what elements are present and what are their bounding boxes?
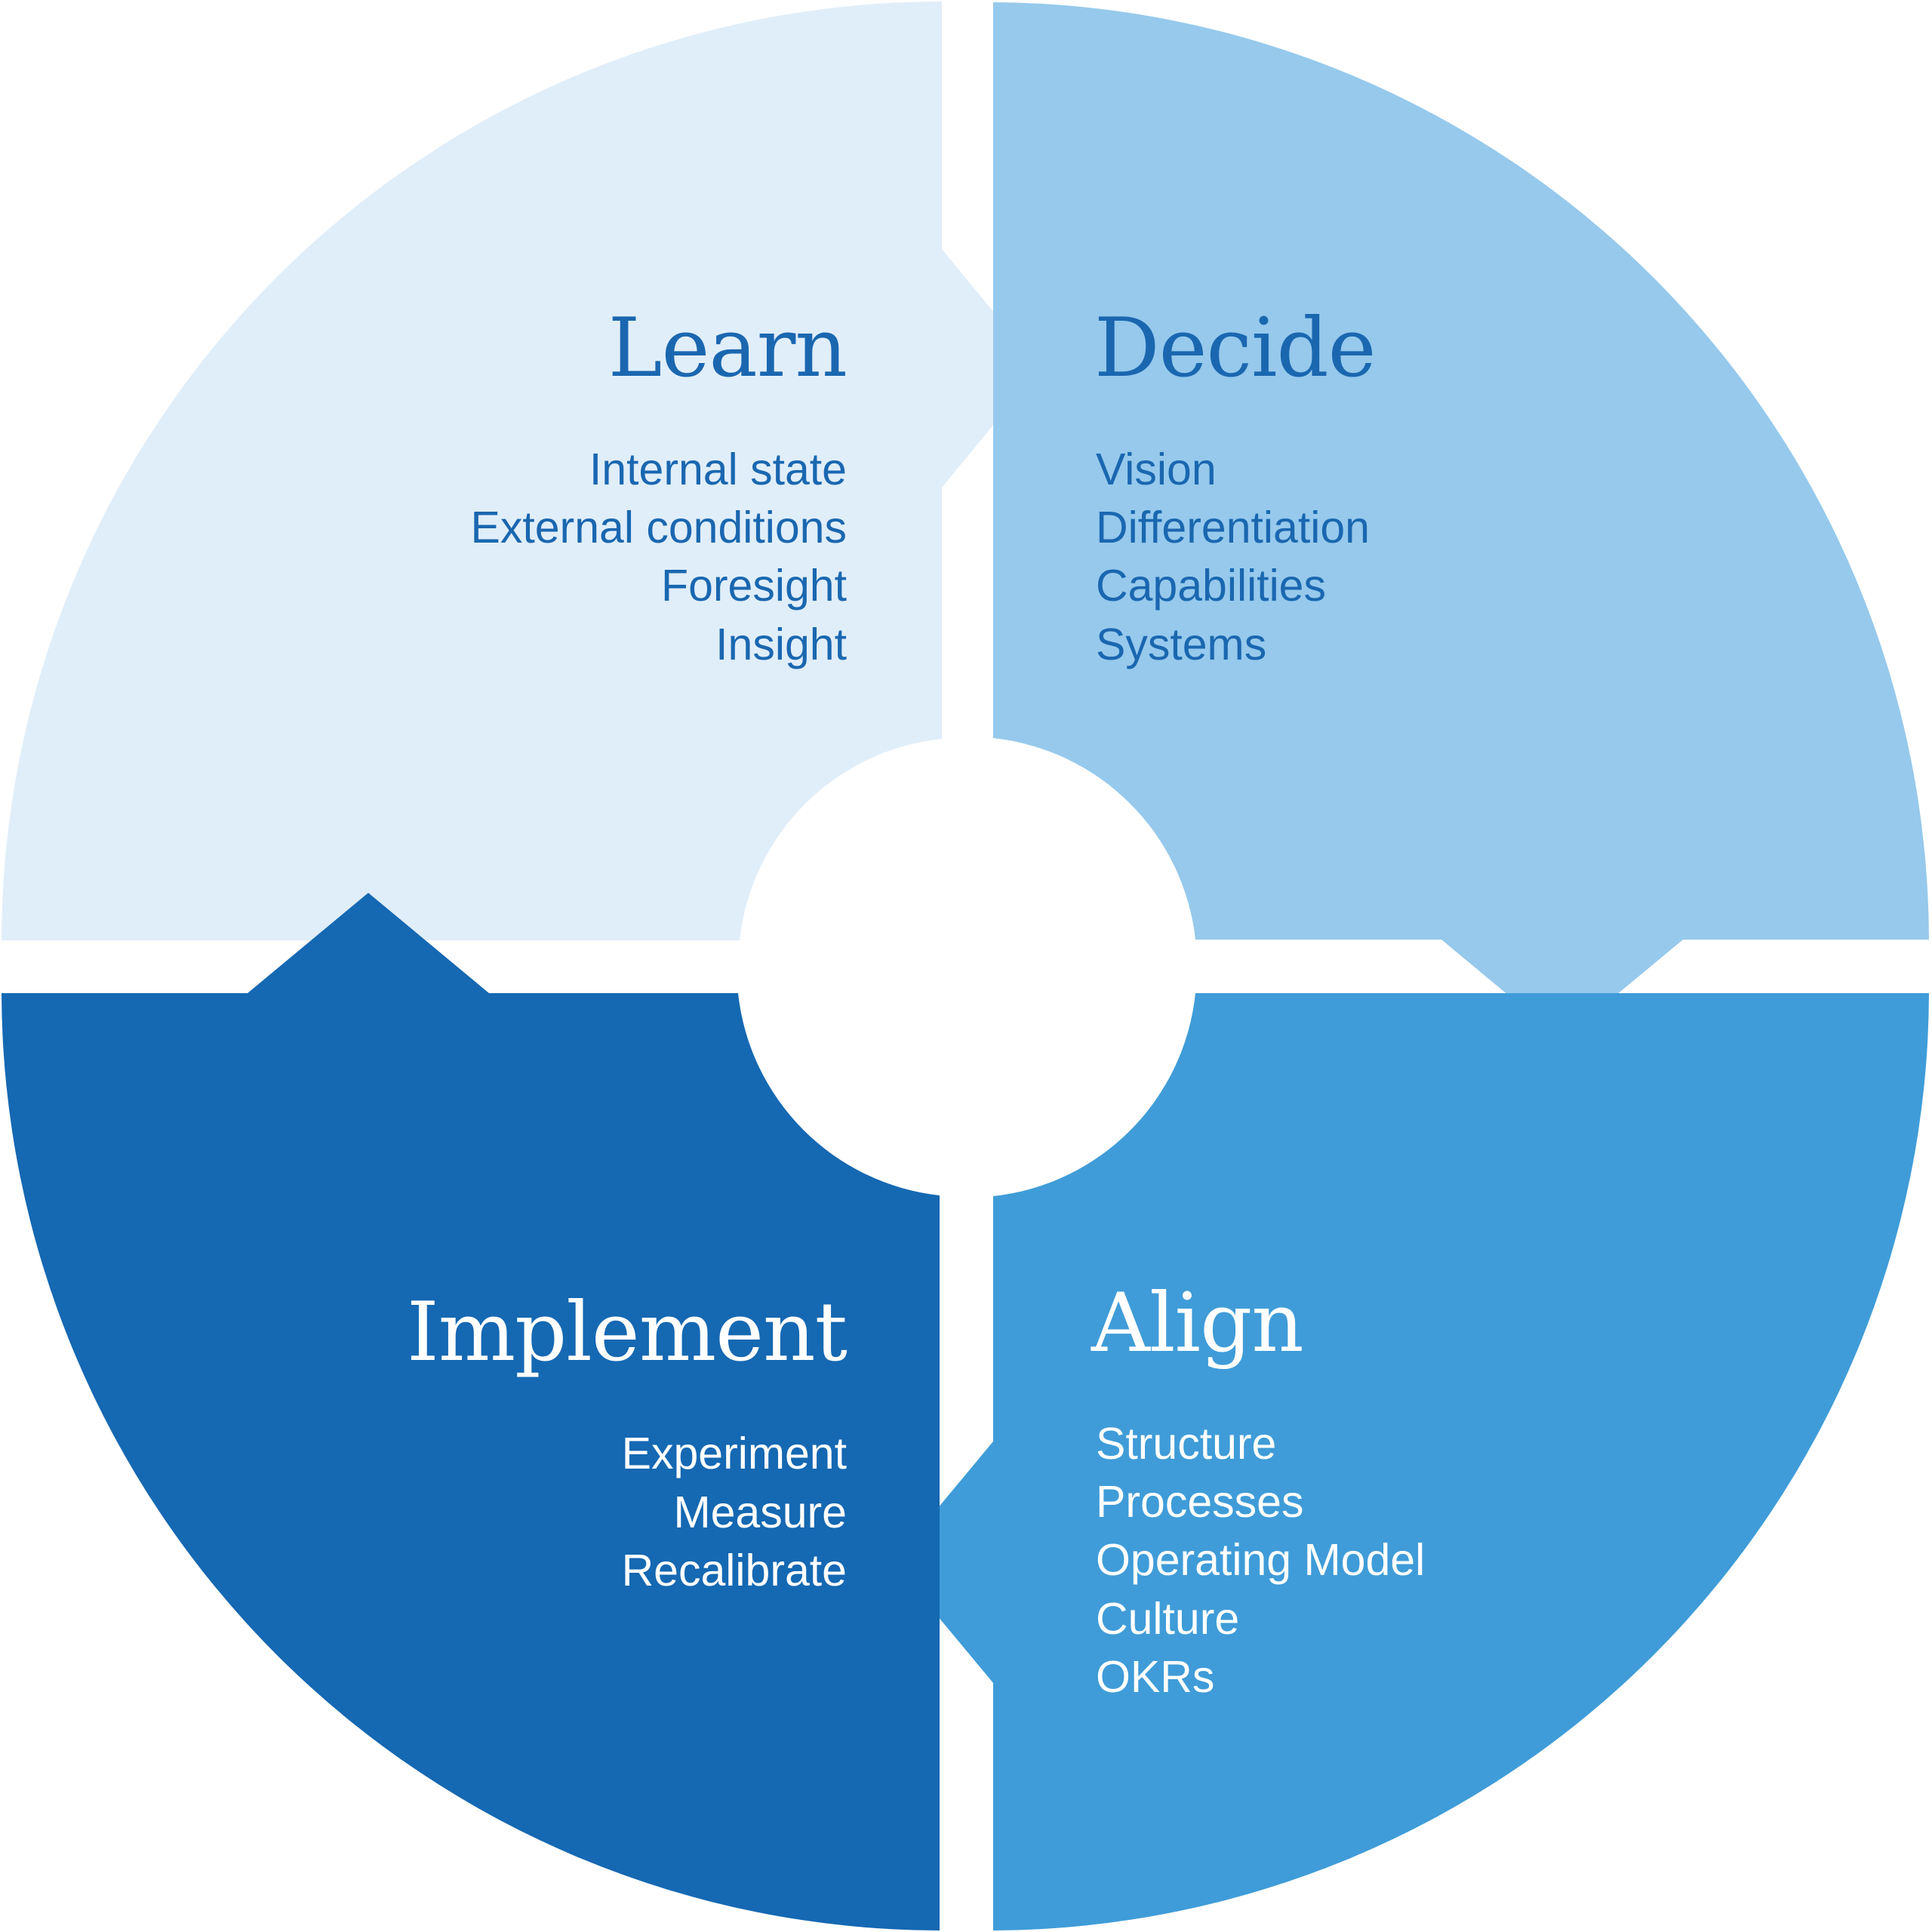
decide-item: Systems bbox=[1096, 620, 1266, 669]
align-item: Processes bbox=[1096, 1477, 1303, 1527]
align-item: Operating Model bbox=[1096, 1535, 1425, 1585]
decide-segment bbox=[993, 2, 1929, 1040]
learn-item: Insight bbox=[715, 620, 847, 669]
align-title: Align bbox=[1091, 1276, 1303, 1371]
align-segment bbox=[893, 993, 1929, 1930]
learn-item: External conditions bbox=[470, 503, 847, 552]
learn-item: Foresight bbox=[661, 561, 847, 611]
implement-title: Implement bbox=[407, 1285, 848, 1380]
align-item: Culture bbox=[1096, 1594, 1239, 1644]
decide-item: Vision bbox=[1096, 445, 1217, 494]
learn-title: Learn bbox=[608, 301, 847, 395]
implement-item: Measure bbox=[673, 1487, 847, 1537]
implement-item: Recalibrate bbox=[622, 1546, 847, 1595]
decide-item: Capabilities bbox=[1096, 561, 1326, 611]
decide-item: Differentiation bbox=[1096, 503, 1370, 552]
learn-segment bbox=[2, 2, 1040, 940]
decide-title: Decide bbox=[1094, 301, 1376, 395]
implement-item: Experiment bbox=[622, 1429, 847, 1478]
learn-item: Internal state bbox=[589, 445, 847, 494]
align-item: Structure bbox=[1096, 1419, 1276, 1469]
align-item: OKRs bbox=[1096, 1652, 1214, 1702]
implement-segment bbox=[2, 893, 940, 1930]
